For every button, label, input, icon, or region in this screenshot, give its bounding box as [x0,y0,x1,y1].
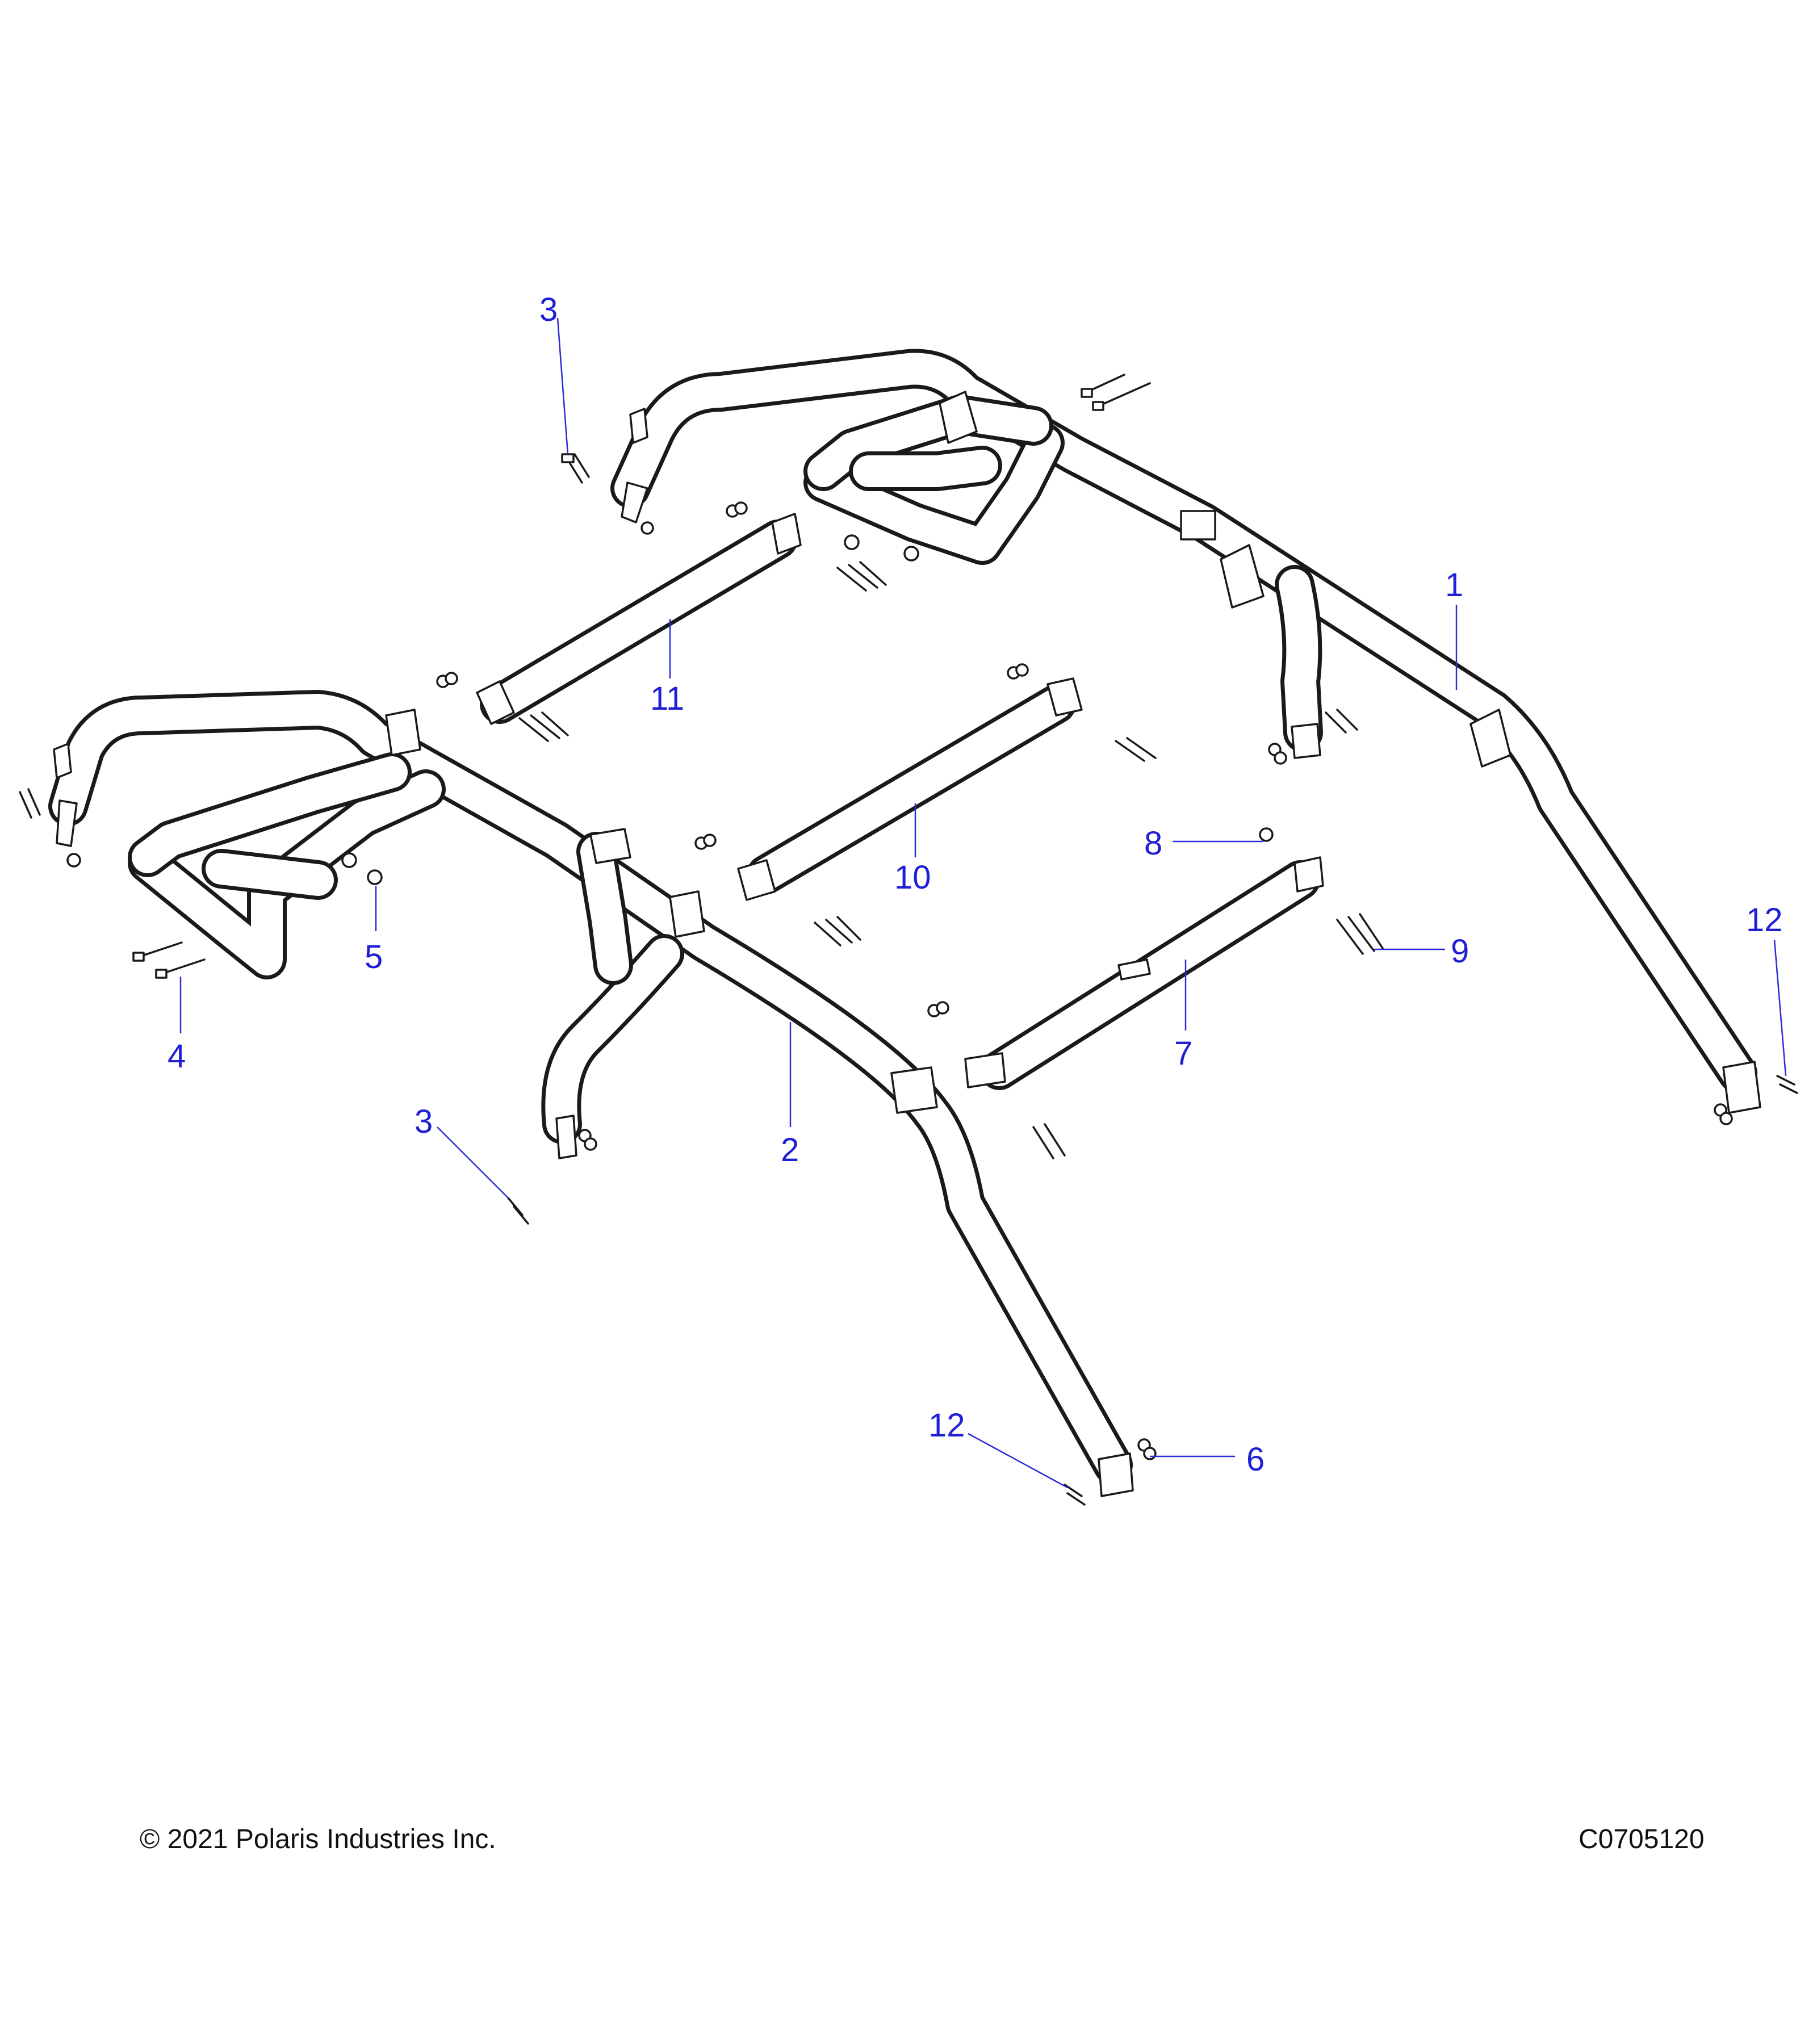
callout-6: 6 [1246,1441,1265,1478]
callout-11: 11 [650,680,684,717]
hardware [19,374,1798,1506]
callout-1: 1 [1445,567,1463,604]
cross-tube-10 [737,677,1083,901]
bolt-group-top-right [1081,374,1151,411]
cage-side-right [610,349,1761,1114]
callout-4: 4 [168,1038,186,1075]
bolt-group-12-right [1776,1075,1798,1094]
bolt-group-bottom-center [1032,1123,1066,1159]
callout-10: 10 [894,859,931,896]
cage-side-left [48,690,1134,1497]
callout-3-top: 3 [539,291,558,328]
callout-8: 8 [1144,825,1162,862]
bolt-group-4 [132,941,206,979]
callout-5: 5 [365,939,383,975]
bolt-group-9 [1336,913,1384,955]
callout-7: 7 [1174,1035,1192,1072]
bolt-group-center-low [814,916,861,946]
bolt-group-top-center [836,561,887,592]
callout-2: 2 [781,1132,799,1168]
drawing-id: C0705120 [1579,1824,1705,1854]
bolt-group-3-top [561,453,590,484]
copyright-notice: © 2021 Polaris Industries Inc. [140,1824,496,1854]
callout-12-bottom: 12 [928,1407,965,1444]
bolt-group-far-left [19,788,41,819]
bolt-group-mid-left [518,711,569,742]
bolt-group-3-bottom [507,1197,529,1225]
nuts [66,501,1733,1460]
callout-3-bottom: 3 [415,1103,433,1140]
callouts: 1 2 3 3 4 5 6 7 8 9 10 11 12 12 [168,291,1787,1489]
callout-12-right: 12 [1746,902,1783,939]
callout-9: 9 [1451,933,1469,970]
bolt-group-12-bottom [1064,1484,1086,1506]
cross-tube-11 [476,513,802,725]
bolt-group-mid-right [1115,709,1358,762]
cross-tube-7 [964,856,1324,1090]
